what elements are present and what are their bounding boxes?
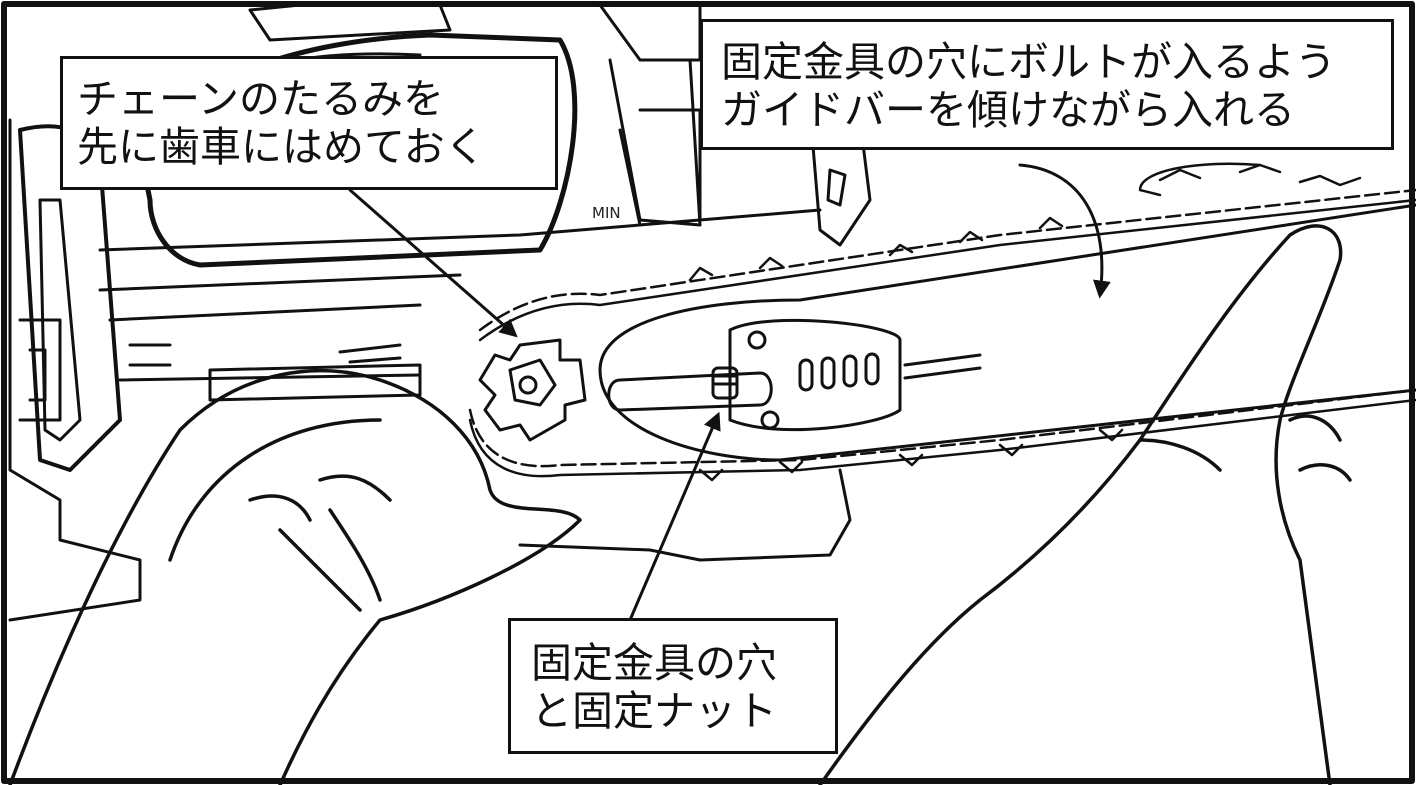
callout-chain-slack-line1: チェーンのたるみを (77, 75, 444, 123)
arrow (348, 163, 1111, 622)
guide-bar (598, 203, 1416, 462)
left-hand (8, 368, 582, 785)
callout-chain-slack: チェーンのたるみを 先に歯車にはめておく (60, 56, 558, 190)
callout-chain-slack-line2: 先に歯車にはめておく (77, 123, 486, 171)
callout-bolt-hole-line2: と固定ナット (531, 687, 777, 735)
sprocket (478, 338, 587, 442)
callout-tilt-guide-bar: 固定金具の穴にボルトが入るよう ガイドバーを傾けながら入れる (700, 19, 1394, 150)
callout-bolt-hole-line1: 固定金具の穴 (531, 639, 777, 687)
callout-tilt-guide-bar-line1: 固定金具の穴にボルトが入るよう (721, 38, 1336, 86)
callout-bolt-hole: 固定金具の穴 と固定ナット (508, 618, 838, 754)
right-hand (818, 224, 1352, 785)
min-level-marker: MIN (592, 204, 621, 222)
callout-tilt-guide-bar-line2: ガイドバーを傾けながら入れる (721, 86, 1295, 134)
